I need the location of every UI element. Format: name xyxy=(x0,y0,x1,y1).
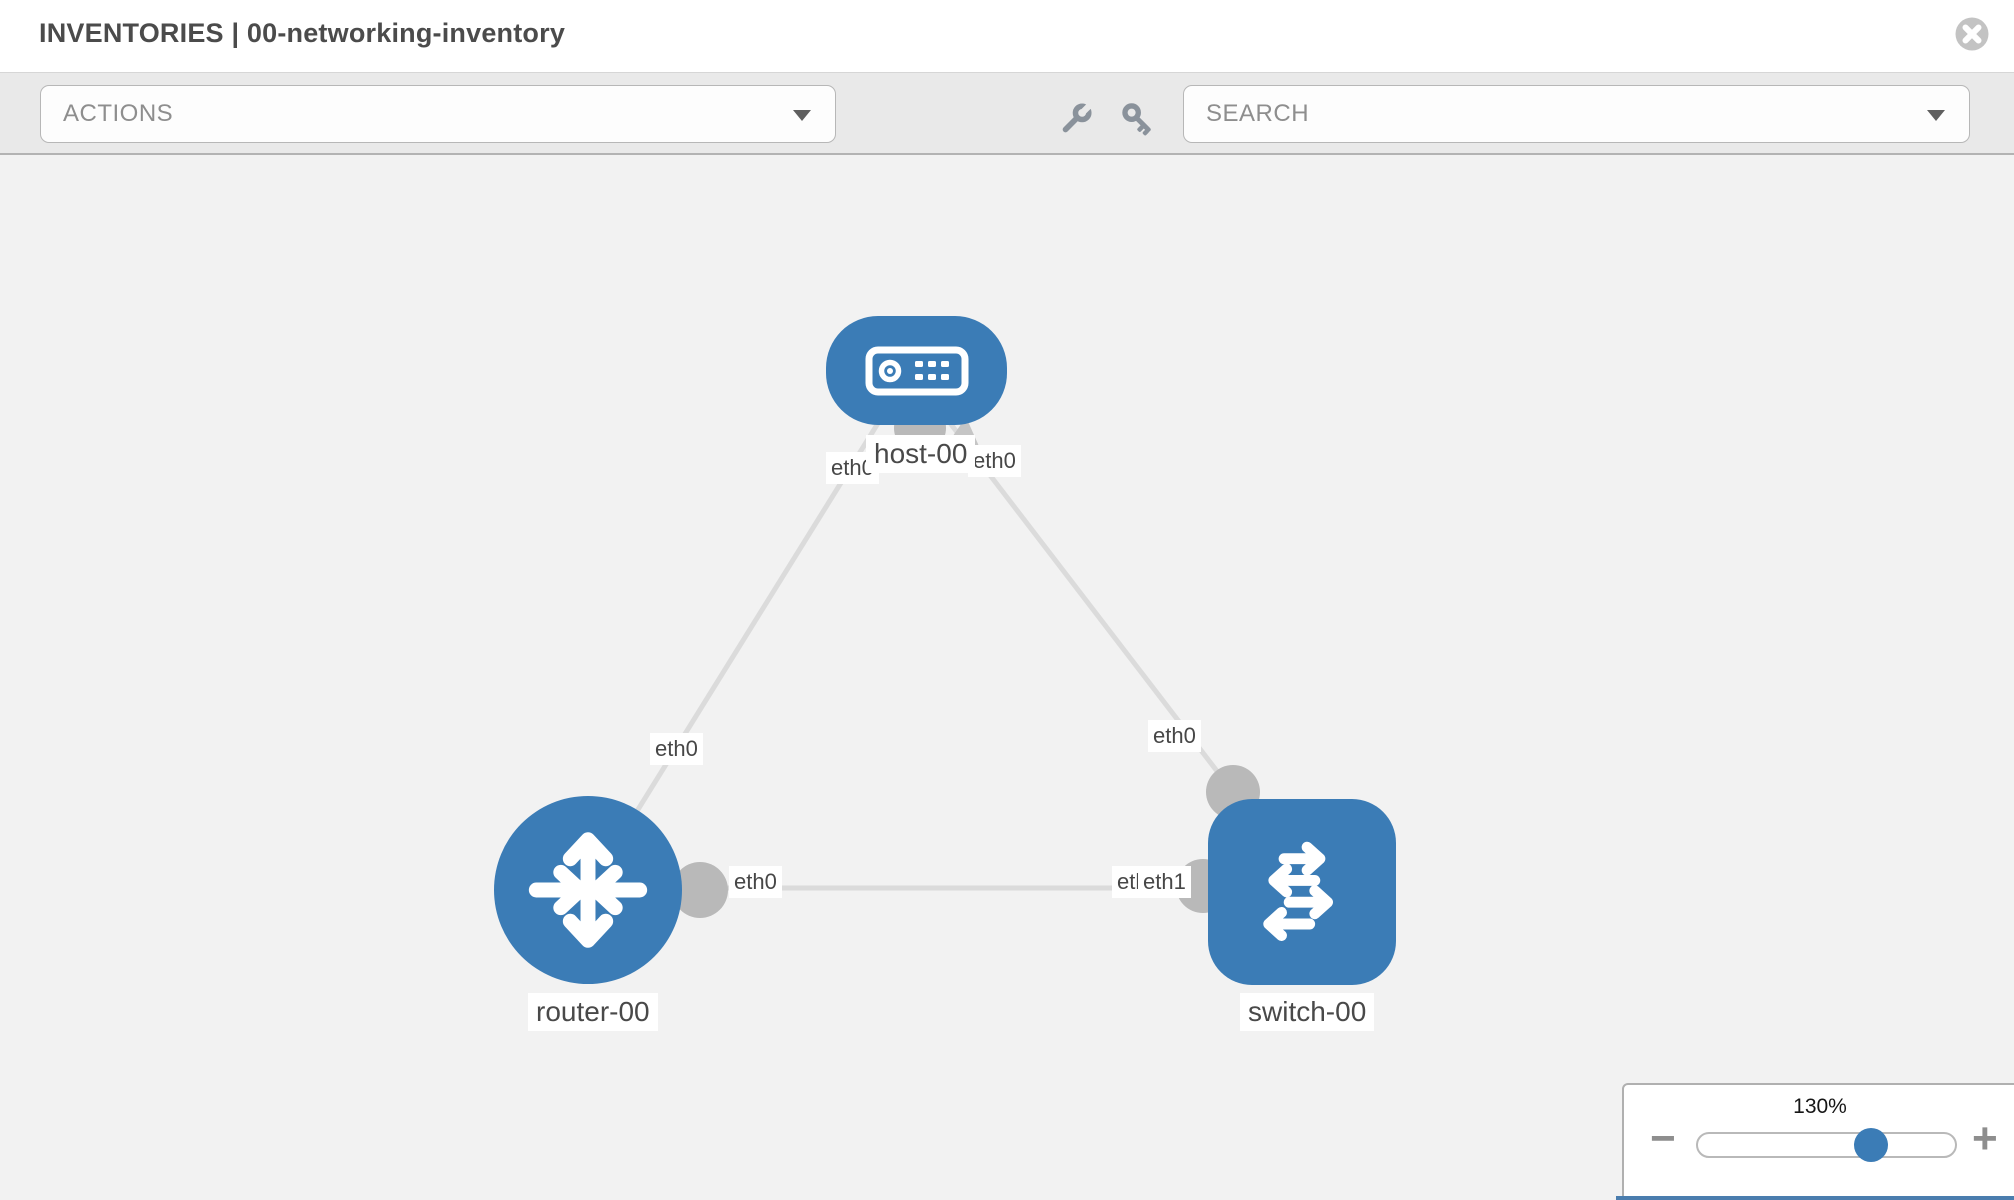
topology-canvas[interactable]: eth0 eth0 eth0 eth0 eth0 eth0 eth1 host-… xyxy=(0,155,2014,1200)
interface-label: eth0 xyxy=(729,866,782,898)
key-icon xyxy=(1122,103,1151,136)
node-switch-00[interactable] xyxy=(1208,799,1396,985)
interface-label: eth0 xyxy=(968,445,1021,477)
wrench-icon xyxy=(1062,102,1093,133)
interface-label: eth0 xyxy=(1148,720,1201,752)
page-title: INVENTORIES | 00-networking-inventory xyxy=(39,18,566,48)
switch-icon xyxy=(1263,841,1334,941)
footer-strip xyxy=(1616,1196,2014,1200)
node-label-switch: switch-00 xyxy=(1240,993,1375,1031)
node-label-router: router-00 xyxy=(528,993,658,1031)
search-dropdown-label: SEARCH xyxy=(1206,100,1310,127)
chevron-down-icon xyxy=(793,110,811,121)
interface-label: eth1 xyxy=(1138,866,1191,898)
close-button[interactable] xyxy=(1954,16,1990,52)
actions-dropdown-label: ACTIONS xyxy=(63,100,174,127)
zoom-slider-thumb[interactable] xyxy=(1854,1128,1888,1162)
router-icon xyxy=(528,832,648,948)
close-icon xyxy=(1955,17,1989,51)
header: INVENTORIES | 00-networking-inventory xyxy=(0,0,2014,72)
search-dropdown[interactable]: SEARCH xyxy=(1183,85,1970,143)
interface-connector-router xyxy=(672,862,728,918)
actions-dropdown[interactable]: ACTIONS xyxy=(40,85,836,143)
zoom-out-button[interactable]: − xyxy=(1650,1114,1676,1163)
credentials-key-button[interactable] xyxy=(1118,99,1158,139)
chevron-down-icon xyxy=(1927,110,1945,121)
interface-label: eth0 xyxy=(650,733,703,765)
host-icon xyxy=(865,346,968,395)
node-router-00[interactable] xyxy=(494,796,682,984)
configure-network-button[interactable] xyxy=(1056,99,1096,139)
topology-links-layer xyxy=(585,402,1260,918)
zoom-in-button[interactable]: + xyxy=(1972,1114,1998,1163)
zoom-panel: 130% − + xyxy=(1622,1083,2014,1200)
zoom-percent-value: 130% xyxy=(1793,1095,1847,1118)
toolbar: ACTIONS SEARCH xyxy=(0,72,2014,155)
zoom-slider[interactable] xyxy=(1696,1128,1957,1162)
node-label-host: host-00 xyxy=(866,435,976,473)
node-host-00[interactable] xyxy=(826,316,1007,425)
